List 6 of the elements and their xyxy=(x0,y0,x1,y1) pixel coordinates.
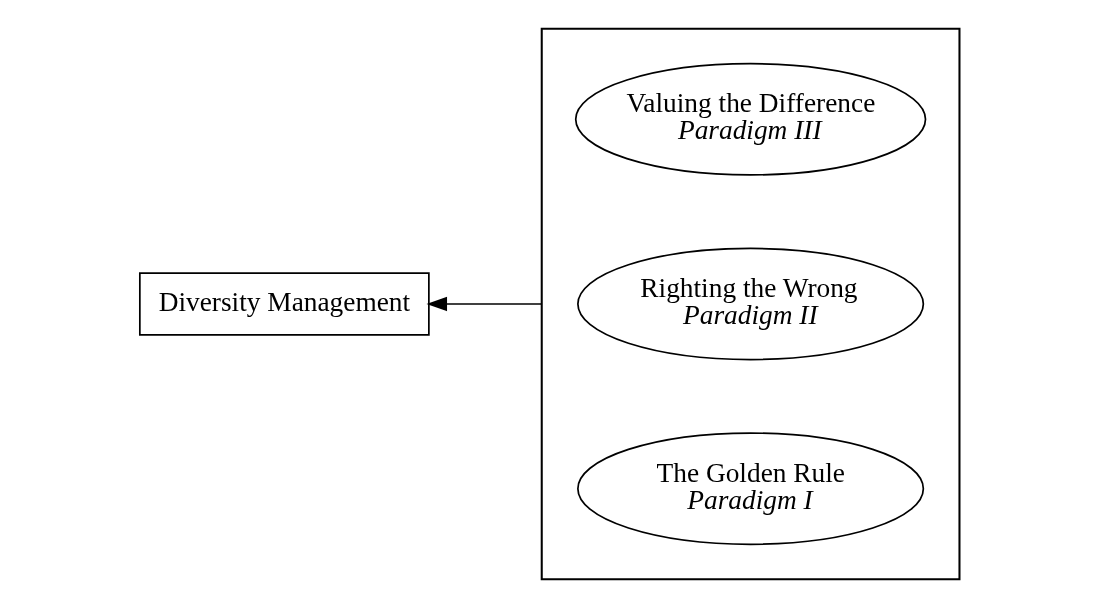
node-ellipse: Valuing the Difference Paradigm III xyxy=(574,62,927,176)
node-ellipse: Righting the Wrong Paradigm II xyxy=(577,247,925,361)
node-box: Diversity Management xyxy=(139,272,430,336)
cluster xyxy=(540,27,961,581)
node-ellipse: The Golden Rule Paradigm I xyxy=(577,432,925,546)
arrow xyxy=(426,296,543,312)
